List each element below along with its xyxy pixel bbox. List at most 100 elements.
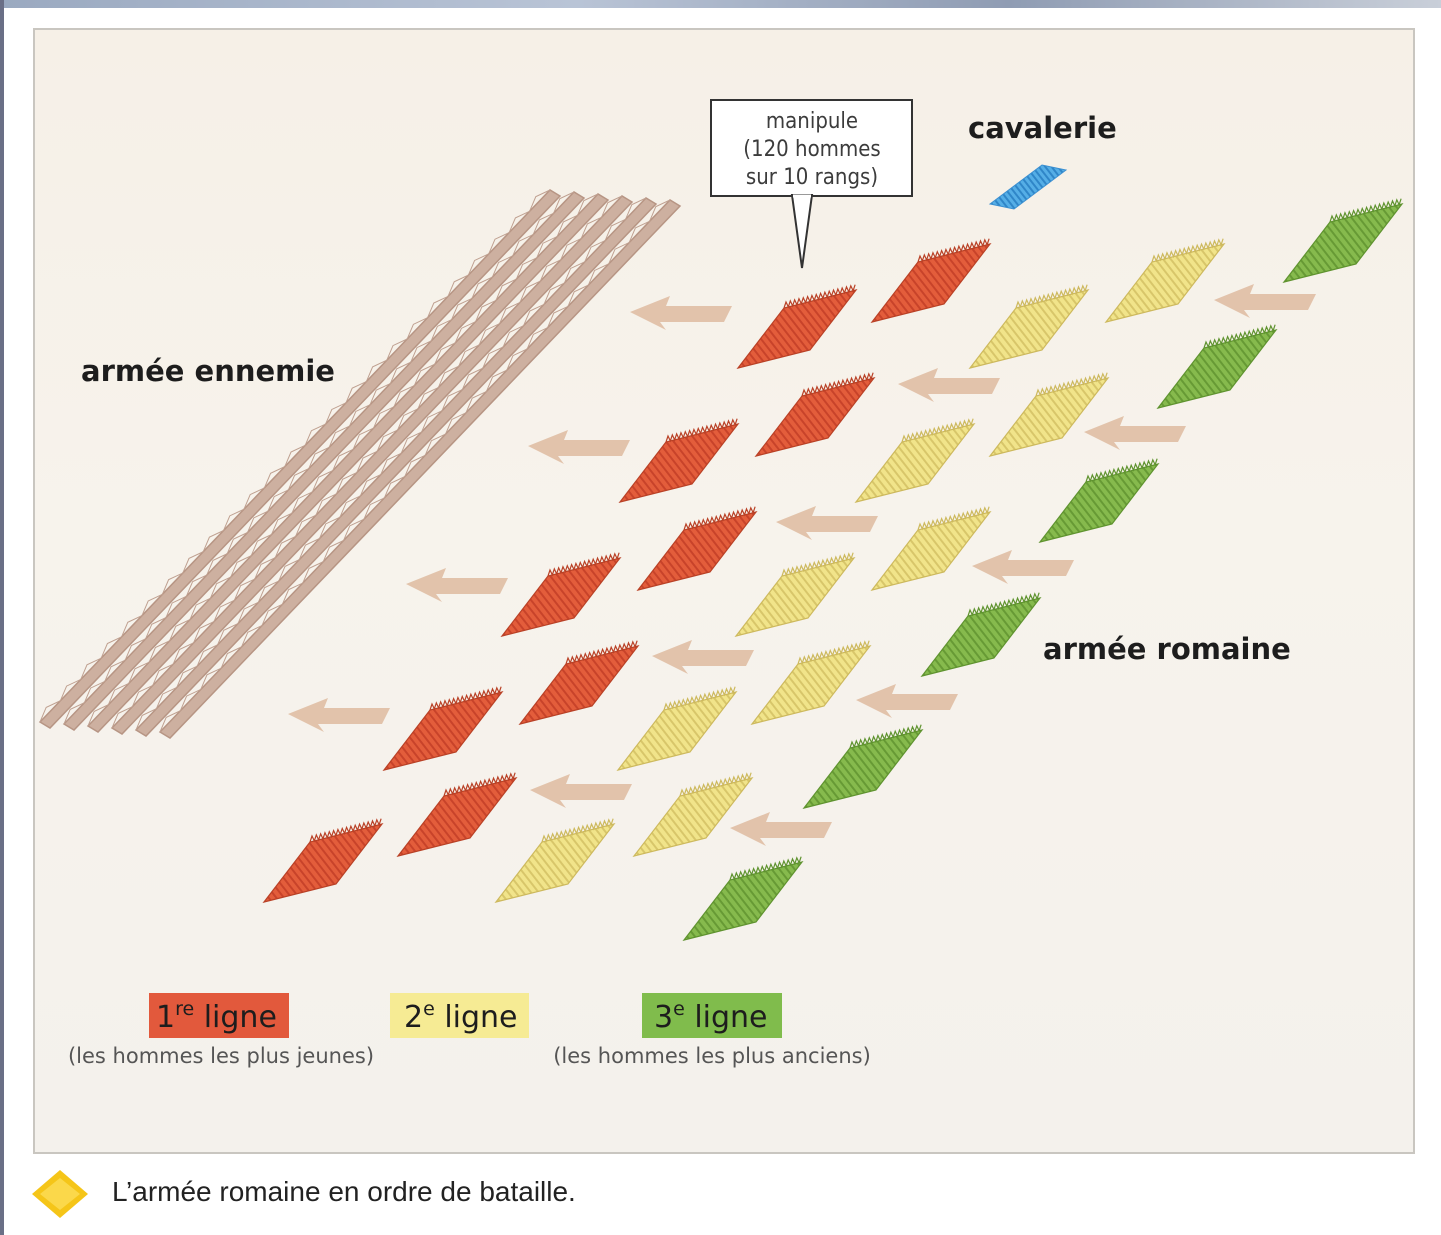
legend-label-1: 1re ligne [156, 998, 277, 1035]
manipule-second-line-spears [1151, 238, 1224, 263]
enemy-rank [158, 199, 682, 739]
advance-arrow [406, 568, 508, 602]
advance-arrow [530, 774, 632, 808]
advance-arrow [856, 684, 958, 718]
legend-word-2: ligne [435, 1000, 518, 1035]
manipule-third-line [682, 861, 804, 941]
left-edge [0, 0, 4, 1235]
legend-item-2: 2e ligne [390, 993, 529, 1038]
callout-line-1: manipule [766, 109, 858, 134]
manipule-third-line [920, 597, 1042, 677]
manipule-first-line [396, 777, 518, 857]
enemy-rank-edge [159, 199, 671, 733]
manipule-second-line [616, 691, 738, 771]
manipule-second-line [1104, 243, 1226, 323]
advance-arrow [1214, 284, 1316, 318]
manipule-second-line [988, 377, 1110, 457]
manipule-third-line-spears [967, 592, 1040, 617]
enemy-rank-edge [111, 195, 623, 729]
manipule-third-line-spears [1085, 458, 1158, 483]
legend-swatch-3 [642, 993, 782, 1038]
manipule-third-line [802, 729, 924, 809]
manipule-second-line [494, 823, 616, 903]
manipule-third-line-spears [1203, 324, 1276, 349]
enemy-rank-edge [63, 191, 575, 725]
manipule-second-line-spears [679, 772, 752, 797]
callout-line-2: (120 hommes [743, 137, 881, 162]
manipule-second-line-spears [917, 506, 990, 531]
manipule-third-line-spears [1329, 198, 1402, 223]
manipule-third-line-spears [729, 856, 802, 881]
advance-arrows [288, 284, 1316, 846]
advance-arrow [1084, 416, 1186, 450]
legend-sup-1: re [175, 998, 194, 1020]
manipule-first-line [518, 645, 640, 725]
manipule-third-line [1282, 203, 1404, 283]
manipule-first-line [618, 423, 740, 503]
manipule-callout: manipule (120 hommes sur 10 rangs) [710, 99, 913, 269]
manipule-first-line-spears [917, 238, 990, 263]
legend-num-1: 1 [156, 1000, 175, 1035]
battle-diagram: manipule (120 hommes sur 10 rangs) armée… [38, 99, 1404, 1068]
enemy-rank-edge [87, 193, 599, 727]
manipules [262, 198, 1404, 941]
cavalry-unit [988, 164, 1068, 210]
manipule-second-line-spears [663, 686, 736, 711]
legend-sup-2: e [423, 998, 435, 1020]
callout-line-3: sur 10 rangs) [746, 165, 878, 190]
advance-arrow [972, 550, 1074, 584]
legend-sup-3: e [673, 998, 685, 1020]
enemy-rank [62, 191, 586, 731]
manipule-first-line-spears [801, 372, 874, 397]
manipule-second-line [750, 645, 872, 725]
legend-label-3: 3e ligne [654, 998, 768, 1035]
manipule-second-line [968, 289, 1090, 369]
advance-arrow [528, 430, 630, 464]
legend-word-1: ligne [194, 1000, 277, 1035]
legend-item-1: 1re ligne (les hommes les plus jeunes) [68, 993, 374, 1068]
manipule-first-line [870, 243, 992, 323]
legend-num-3: 3 [654, 1000, 673, 1035]
figure-caption: L’armée romaine en ordre de bataille. [28, 1168, 1028, 1220]
enemy-rank [38, 189, 562, 729]
enemy-rank [86, 193, 610, 733]
enemy-rank-edge [135, 197, 647, 731]
manipule-first-line [736, 289, 858, 369]
manipule-first-line-spears [565, 640, 638, 665]
legend-swatch-2 [390, 993, 529, 1038]
manipule-first-line [754, 377, 876, 457]
top-strip [0, 0, 1441, 8]
advance-arrow [288, 698, 390, 732]
caption-text: L’armée romaine en ordre de bataille. [112, 1176, 576, 1207]
manipule-first-line-spears [309, 818, 382, 843]
diamond-icon [32, 1170, 88, 1218]
roman-army-label: armée romaine [1043, 632, 1291, 666]
manipule-second-line-spears [1035, 372, 1108, 397]
manipule-first-line [382, 691, 504, 771]
manipule-first-line [636, 511, 758, 591]
advance-arrow [898, 368, 1000, 402]
cavalry-label: cavalerie [968, 111, 1117, 145]
enemy-rank [110, 195, 634, 735]
manipule-first-line [500, 557, 622, 637]
legend: 1re ligne (les hommes les plus jeunes) 2… [68, 993, 871, 1068]
manipule-second-line [734, 557, 856, 637]
legend-swatch-1 [149, 993, 289, 1038]
enemy-army-label: armée ennemie [81, 354, 335, 388]
legend-word-3: ligne [685, 1000, 768, 1035]
manipule-second-line-spears [901, 418, 974, 443]
manipule-second-line-spears [1015, 284, 1088, 309]
enemy-army [38, 189, 682, 739]
advance-arrow [652, 640, 754, 674]
manipule-second-line-spears [781, 552, 854, 577]
manipule-first-line-spears [443, 772, 516, 797]
manipule-first-line-spears [683, 506, 756, 531]
manipule-third-line [1156, 329, 1278, 409]
legend-label-2: 2e ligne [404, 998, 518, 1035]
manipule-third-line [1038, 463, 1160, 543]
manipule-first-line-spears [429, 686, 502, 711]
legend-note-1: (les hommes les plus jeunes) [68, 1044, 374, 1068]
manipule-third-line-spears [849, 724, 922, 749]
enemy-rank [134, 197, 658, 737]
manipule-first-line-spears [547, 552, 620, 577]
